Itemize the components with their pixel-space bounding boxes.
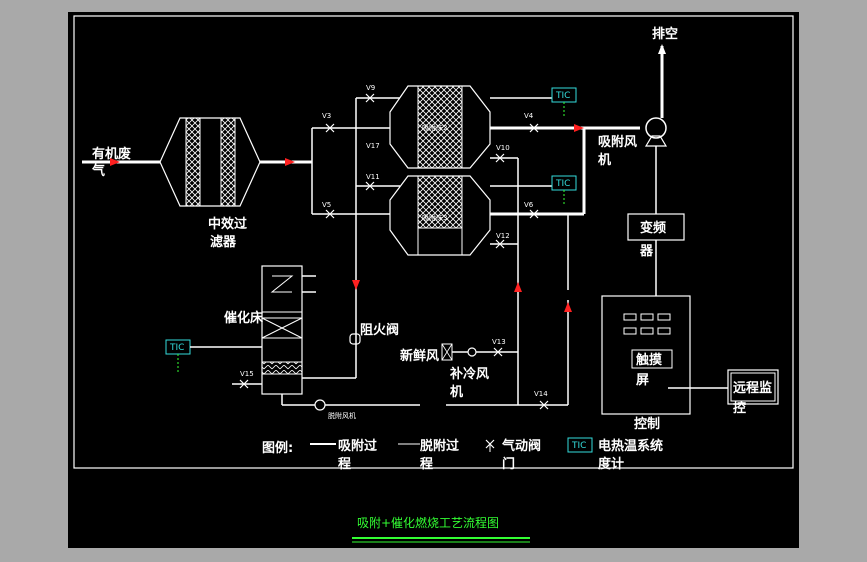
desorption-fan (314, 399, 326, 411)
control-label: 控制 (634, 416, 660, 432)
valve-v11[interactable] (365, 181, 375, 191)
drawing-border (73, 15, 794, 469)
flame-arrester-label: 阻火阀 (360, 322, 399, 338)
legend-desorption-2: 程 (420, 457, 433, 472)
bed-2-label: 吸附床3 (422, 213, 447, 222)
svg-text:V9: V9 (366, 84, 375, 92)
filter-label-2: 滤器 (210, 234, 237, 250)
cooling-fan-label-2: 机 (450, 384, 463, 400)
fan-label-2: 机 (598, 152, 611, 168)
svg-text:V6: V6 (524, 201, 534, 209)
flow-arrow (352, 280, 360, 290)
flow-arrow (110, 158, 120, 166)
svg-text:V5: V5 (322, 201, 331, 209)
filter-label: 中效过 (208, 216, 247, 232)
legend-tic-icon (567, 437, 593, 453)
svg-text:TIC: TIC (555, 91, 570, 101)
svg-text:V3: V3 (322, 112, 331, 120)
vfd-label: 变频 (640, 220, 666, 236)
svg-text:TIC: TIC (169, 343, 184, 353)
valve-v14[interactable] (539, 400, 549, 410)
valve-v13[interactable] (493, 347, 503, 357)
legend-prefix: 图例: (262, 440, 293, 456)
valve-v9[interactable] (365, 93, 375, 103)
valve-v3[interactable] (325, 123, 335, 133)
fan-label: 吸附风 (598, 134, 637, 150)
control-cabinet (601, 295, 691, 415)
vfd-box (627, 213, 685, 241)
touchscreen-label: 触摸 (635, 352, 662, 368)
adsorption-bed-1 (389, 85, 491, 169)
svg-text:TIC: TIC (571, 441, 586, 451)
touchscreen[interactable] (631, 349, 673, 369)
legend-valve-icon (485, 439, 495, 452)
adsorption-bed-2 (389, 175, 491, 256)
legend-adsorption: 吸附过 (338, 438, 377, 454)
remote-label-2: 控 (733, 400, 746, 416)
touchscreen-label-2: 屏 (636, 373, 649, 388)
exhaust-label: 排空 (652, 26, 678, 42)
diagram-title: 吸附+催化燃烧工艺流程图 (357, 515, 499, 530)
legend-valve-2: 门 (502, 456, 515, 472)
valve-v6[interactable] (529, 209, 539, 219)
legend-valve: 气动阀 (502, 438, 541, 454)
svg-text:V4: V4 (524, 112, 534, 120)
legend-adsorption-2: 程 (338, 457, 351, 472)
svg-text:V13: V13 (492, 338, 506, 346)
remote-label: 远程监 (733, 380, 772, 396)
remote-monitoring-box (727, 369, 779, 405)
flow-arrow (574, 124, 584, 132)
flow-arrow (564, 302, 572, 312)
svg-text:TIC: TIC (555, 179, 570, 189)
svg-text:V17: V17 (366, 142, 380, 150)
bed-1-label: 吸附床2 (422, 123, 447, 132)
legend: 图例: 吸附过 程 脱附过 程 气动阀 门 TIC 电热温系统 度计 (262, 437, 663, 472)
valve-v12[interactable] (495, 239, 505, 249)
vfd-label-2: 器 (639, 244, 654, 259)
medium-filter (159, 117, 261, 207)
desorption-fan-label: 脱附风机 (328, 411, 356, 420)
legend-thermometer-2: 度计 (598, 456, 624, 472)
inlet-label-2: 气 (92, 163, 105, 179)
valve-v4[interactable] (529, 123, 539, 133)
svg-text:V10: V10 (496, 144, 510, 152)
catalytic-bed-label: 催化床 (224, 310, 264, 326)
valve-v5[interactable] (325, 209, 335, 219)
svg-text:V14: V14 (534, 390, 548, 398)
legend-thermometer: 电热温系统 (598, 438, 663, 454)
svg-text:V11: V11 (366, 173, 380, 181)
valve-v10[interactable] (495, 153, 505, 163)
svg-text:V15: V15 (240, 370, 254, 378)
flow-arrow (285, 158, 295, 166)
flow-arrow (514, 282, 522, 292)
svg-text:V12: V12 (496, 232, 510, 240)
cooling-fan-label: 补冷风 (449, 366, 489, 382)
flame-arrester (349, 333, 361, 345)
legend-desorption: 脱附过 (420, 438, 459, 454)
fresh-air-label: 新鲜风 (400, 348, 439, 364)
adsorption-fan (644, 117, 668, 147)
exhaust-arrow (658, 44, 666, 54)
cooling-fan (467, 347, 477, 357)
inlet-label: 有机废 (92, 146, 131, 162)
catalytic-bed (261, 265, 303, 395)
